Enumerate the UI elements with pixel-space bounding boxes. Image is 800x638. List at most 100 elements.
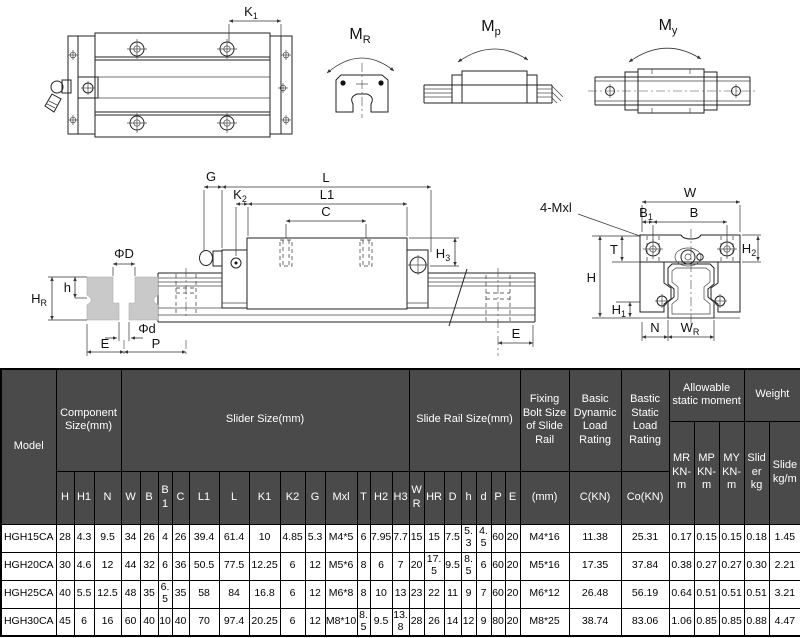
table-cell: 0.38 <box>668 551 695 581</box>
table-cell: 0.30 <box>743 551 770 581</box>
dim-label-wr: WR <box>681 320 700 337</box>
table-cell: 61.4 <box>218 523 250 553</box>
table-cell: 16 <box>93 607 122 637</box>
table-cell: 80 <box>490 607 506 637</box>
table-cell: 28 <box>55 523 75 553</box>
table-cell: 6 <box>356 523 371 553</box>
moment-mp-drawing: Mp <box>423 18 564 104</box>
table-cell: 26 <box>171 523 190 553</box>
table-row: HGH20CA 30 4.6 12 44 32 6 36 50.5 77.5 1… <box>0 551 800 581</box>
header-col: K1 <box>248 470 281 525</box>
header-col: C(KN) <box>568 470 622 525</box>
table-cell: 11 <box>443 579 462 609</box>
table-cell: 1.45 <box>768 523 800 553</box>
header-group-moment: Allowable static moment <box>668 368 745 422</box>
dim-label-bolt: 4-Mxl <box>540 200 572 215</box>
table-cell: 6 <box>157 551 173 581</box>
table-cell: 23 <box>408 579 425 609</box>
dim-label-h3: H3 <box>436 246 450 263</box>
header-group-rail: Slide Rail Size(mm) <box>408 368 521 472</box>
table-cell: 60 <box>120 607 141 637</box>
moment-my-drawing: My <box>588 17 757 114</box>
header-col: G <box>304 470 326 525</box>
table-cell: 50.5 <box>188 551 220 581</box>
table-cell: 9.5 <box>369 607 393 637</box>
table-cell: 11.38 <box>568 523 622 553</box>
table-cell: 0.88 <box>743 607 770 637</box>
table-row: HGH30CA 45 6 16 60 40 10 40 70 97.4 20.2… <box>0 607 800 637</box>
table-cell: 5.3 <box>460 523 477 553</box>
table-cell: 39.4 <box>188 523 220 553</box>
table-cell: 0.64 <box>668 579 695 609</box>
header-col: L1 <box>188 470 220 525</box>
table-cell: 84 <box>218 579 250 609</box>
cell-model: HGH25CA <box>0 579 57 609</box>
dim-label-n: N <box>650 320 659 335</box>
table-cell: M6*8 <box>324 579 358 609</box>
header-mr: MR KN-m <box>668 420 695 525</box>
table-cell: 7 <box>391 551 410 581</box>
header-col: B1 <box>157 470 173 525</box>
dim-label-e-rail: E <box>512 326 521 341</box>
table-cell: 0.85 <box>693 607 720 637</box>
table-cell: 17.35 <box>568 551 622 581</box>
table-cell: 0.27 <box>693 551 720 581</box>
side-view-drawing: G L K2 L1 C H3 E <box>157 169 536 356</box>
table-cell: 35 <box>139 579 159 609</box>
table-cell: 60 <box>490 579 506 609</box>
table-cell: 0.85 <box>718 607 745 637</box>
dim-label-h: H <box>587 270 596 285</box>
table-cell: 16.8 <box>248 579 281 609</box>
table-cell: 58 <box>188 579 220 609</box>
moment-mr-drawing: MR <box>326 26 395 118</box>
dim-label-h-small: h <box>64 280 71 295</box>
table-cell: M5*16 <box>519 551 570 581</box>
table-cell: 40 <box>55 579 75 609</box>
table-cell: 10 <box>369 579 393 609</box>
table-cell: 45 <box>55 607 75 637</box>
header-col: HR <box>423 470 445 525</box>
cell-model: HGH15CA <box>0 523 57 553</box>
table-cell: 12 <box>304 551 326 581</box>
header-group-slider: Slider Size(mm) <box>120 368 410 472</box>
dim-label-b1: B1 <box>639 205 653 222</box>
table-cell: 6 <box>279 579 306 609</box>
header-col: D <box>443 470 462 525</box>
dim-label-mr: MR <box>349 26 370 46</box>
header-col: Mxl <box>324 470 358 525</box>
table-cell: 20 <box>504 607 521 637</box>
header-my: MY KN-m <box>718 420 745 525</box>
table-row: HGH25CA 40 5.5 12.5 48 35 6.5 35 58 84 1… <box>0 579 800 609</box>
table-cell: 36 <box>171 551 190 581</box>
table-cell: 2.21 <box>768 551 800 581</box>
table-cell: 12.25 <box>248 551 281 581</box>
table-cell: 7 <box>475 579 492 609</box>
table-cell: 0.51 <box>718 579 745 609</box>
dim-label-e-cross: E <box>101 336 110 351</box>
table-cell: 44 <box>120 551 141 581</box>
table-cell: 30 <box>55 551 75 581</box>
spec-table: Model Component Size(mm) Slider Size(mm)… <box>0 368 800 637</box>
table-cell: 4.6 <box>73 551 95 581</box>
technical-drawings: K1 MR Mp My <box>31 4 761 356</box>
table-cell: 4 <box>157 523 173 553</box>
table-cell: 77.5 <box>218 551 250 581</box>
dim-label-p: P <box>152 336 161 351</box>
header-group-component: Component Size(mm) <box>55 368 122 472</box>
header-col: h <box>460 470 477 525</box>
header-col: H3 <box>391 470 410 525</box>
table-cell: 3.21 <box>768 579 800 609</box>
table-cell: 6.5 <box>157 579 173 609</box>
dim-label-my: My <box>659 17 678 37</box>
table-cell: 0.18 <box>743 523 770 553</box>
grease-nipple-icon <box>44 79 72 113</box>
header-col: H <box>55 470 75 525</box>
dim-label-w: W <box>684 185 697 200</box>
header-model: Model <box>0 368 57 525</box>
table-cell: M8*10 <box>324 607 358 637</box>
table-cell: 20.25 <box>248 607 281 637</box>
table-cell: 25.31 <box>620 523 670 553</box>
dim-label-phi-d-big: ΦD <box>114 246 134 261</box>
dim-label-phi-d-small: Φd <box>138 321 156 336</box>
